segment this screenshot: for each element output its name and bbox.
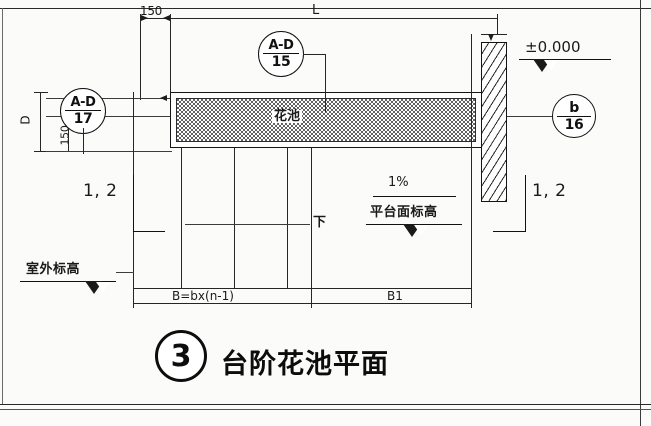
wall-reference-line-left [471, 34, 472, 219]
down-arrow-label: 下 [313, 215, 327, 230]
section-mark-right-tail [493, 231, 526, 232]
bubble-b-16-top: b [569, 99, 579, 116]
bubble-ad-17-top: A-D [70, 95, 96, 110]
dim-label-D: D [18, 115, 33, 125]
dim-label-150-top: 150 [140, 4, 163, 18]
sheet-border-top [0, 8, 651, 9]
bubble-ad-17-divider [64, 110, 102, 111]
sheet-border-left [2, 8, 3, 404]
sheet-border-bottom-secondary [0, 409, 651, 410]
dim-label-L: L [312, 3, 320, 18]
detail-bubble-ad-15[interactable]: A-D 15 [258, 31, 304, 77]
platform-edge-right [471, 200, 472, 288]
wall-section-hatched [481, 42, 507, 202]
section-mark-left-tail [133, 231, 165, 232]
bubble-ad-15-bottom: 15 [271, 54, 291, 70]
section-mark-right-label: 1, 2 [532, 181, 567, 201]
section-mark-right-vertical [525, 175, 526, 231]
title-number-bubble: 3 [155, 330, 207, 382]
sheet-border-right [640, 0, 641, 426]
platform-bottom-edge [133, 288, 472, 289]
planter-fill-hatch [176, 98, 476, 142]
top-dim-ext-right [497, 14, 498, 34]
bubble-ad-15-leader-horizontal [303, 54, 326, 55]
bottom-dimension-line [133, 303, 472, 304]
slope-underline [373, 196, 456, 197]
left-dim-tick-bottom [34, 151, 48, 152]
step-line-3 [287, 148, 288, 288]
platform-elevation-label: 平台面标高 [370, 205, 438, 220]
bubble-ad-15-leader-vertical [325, 54, 326, 112]
bottom-dim-label-B: B=bx(n-1) [169, 290, 237, 302]
section-mark-left-label: 1, 2 [83, 181, 118, 201]
left-dim-line-150 [68, 122, 69, 152]
bubble-ad-15-divider [262, 53, 300, 54]
top-dimension-line [140, 18, 497, 19]
leader-line-left-lower [46, 151, 172, 152]
top-dim-ext-left [140, 14, 141, 100]
bubble-ad-15-top: A-D [268, 38, 294, 53]
planter-label: 花池 [272, 109, 303, 124]
dim-arrow-150-left [141, 15, 148, 21]
detail-bubble-b-16[interactable]: b 16 [552, 94, 596, 138]
datum-elevation-triangle [533, 59, 558, 72]
bubble-b-16-bottom: 16 [564, 116, 584, 133]
bubble-ad-17-leader [83, 128, 84, 154]
bottom-dim-label-B1: B1 [384, 290, 406, 302]
top-dim-ext-150 [170, 14, 171, 102]
step-line-4 [311, 148, 312, 288]
left-dim-line-D [40, 92, 41, 152]
down-arrow-line [185, 224, 310, 225]
wall-top-tick [481, 34, 507, 35]
left-dim-tick-top [34, 92, 48, 93]
section-mark-left-vertical [133, 175, 134, 231]
platform-elevation-triangle [403, 224, 428, 237]
leader-line-left-upper [46, 98, 172, 99]
wall-top-arrow [488, 34, 494, 41]
bottom-dim-ext-left [133, 288, 134, 308]
bubble-ad-17-bottom: 17 [73, 111, 93, 127]
leader-arrow-left-upper [160, 95, 167, 101]
bubble-b-16-divider [556, 115, 592, 117]
outdoor-elevation-triangle [85, 281, 110, 294]
sheet-border-bottom [0, 404, 651, 405]
bottom-dim-ext-mid [311, 270, 312, 308]
datum-elevation-underline [519, 59, 611, 60]
datum-elevation-label: ±0.000 [525, 38, 581, 56]
bottom-dim-ext-right [471, 288, 472, 308]
dim-arrow-150-right [163, 15, 170, 21]
outdoor-elevation-label: 室外标高 [26, 262, 81, 277]
step-line-2 [234, 148, 235, 288]
drawing-title: 台阶花池平面 [221, 349, 389, 380]
step-line-1 [181, 148, 182, 288]
slope-label: 1% [388, 175, 409, 190]
outdoor-elevation-leader [116, 272, 134, 273]
outdoor-elevation-underline [20, 281, 116, 282]
